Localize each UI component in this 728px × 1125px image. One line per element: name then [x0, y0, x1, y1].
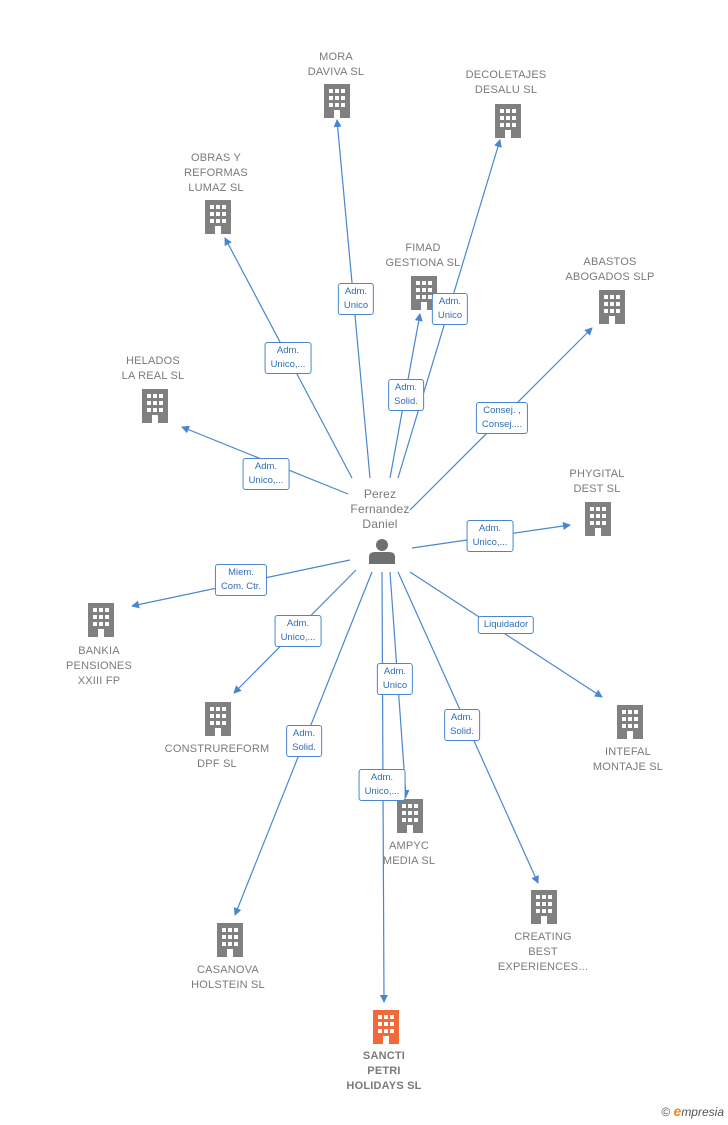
edge-line-intefal	[409, 571, 603, 698]
node-label-fimad[interactable]: FIMAD GESTIONA SL	[385, 242, 461, 269]
node-label-phygital[interactable]: PHYGITAL DEST SL	[569, 468, 625, 495]
edge-label-helados[interactable]: Adm. Unico,...	[242, 458, 290, 490]
node-label-obras[interactable]: OBRAS Y REFORMAS LUMAZ SL	[184, 152, 248, 194]
center-person-label[interactable]: Perez Fernandez Daniel	[350, 487, 410, 531]
node-label-mora[interactable]: MORA DAVIVA SL	[307, 51, 365, 78]
edge-label-casanova[interactable]: Adm. Solid.	[286, 725, 322, 757]
building-icon[interactable]	[373, 1010, 399, 1044]
building-icon[interactable]	[217, 923, 243, 957]
building-icon[interactable]	[324, 84, 350, 118]
building-icon[interactable]	[142, 389, 168, 423]
brand-logo-text: mpresia	[681, 1105, 724, 1119]
edge-label-ampyc[interactable]: Adm. Unico	[376, 663, 414, 695]
edge-label-intefal[interactable]: Liquidador	[477, 616, 535, 634]
building-icon[interactable]	[205, 200, 231, 234]
node-label-bankia[interactable]: BANKIA PENSIONES XXIII FP	[66, 645, 132, 687]
edge-label-mora[interactable]: Adm. Unico	[337, 283, 375, 315]
building-icon[interactable]	[599, 290, 625, 324]
copyright-symbol: ©	[661, 1105, 671, 1119]
building-icon[interactable]	[495, 104, 521, 138]
node-label-casanova[interactable]: CASANOVA HOLSTEIN SL	[191, 964, 265, 991]
building-icon[interactable]	[531, 890, 557, 924]
copyright-notice: © empresia	[661, 1103, 724, 1119]
edge-label-fimad[interactable]: Adm. Solid.	[388, 379, 424, 411]
brand-logo-e: e	[673, 1103, 682, 1119]
edge-label-phygital[interactable]: Adm. Unico,...	[466, 520, 514, 552]
edge-label-construreform[interactable]: Adm. Unico,...	[274, 615, 322, 647]
node-label-ampyc[interactable]: AMPYC MEDIA SL	[382, 840, 436, 867]
node-label-abastos[interactable]: ABASTOS ABOGADOS SLP	[565, 256, 655, 283]
node-label-helados[interactable]: HELADOS LA REAL SL	[121, 355, 185, 382]
building-icon[interactable]	[397, 799, 423, 833]
edge-label-bankia[interactable]: Miem. Com. Ctr.	[214, 564, 268, 596]
node-label-creating[interactable]: CREATING BEST EXPERIENCES...	[497, 931, 589, 973]
building-icon[interactable]	[585, 502, 611, 536]
edge-label-decoletajes[interactable]: Adm. Unico	[431, 293, 469, 325]
edge-label-sancti[interactable]: Adm. Unico,...	[358, 769, 406, 801]
edge-label-abastos[interactable]: Consej. , Consej....	[475, 402, 529, 434]
building-icon[interactable]	[88, 603, 114, 637]
edge-label-obras[interactable]: Adm. Unico,...	[264, 342, 312, 374]
building-icon[interactable]	[205, 702, 231, 736]
node-label-construreform[interactable]: CONSTRUREFORM DPF SL	[164, 743, 270, 770]
person-icon[interactable]	[369, 539, 395, 564]
node-label-decoletajes[interactable]: DECOLETAJES DESALU SL	[465, 69, 547, 96]
edge-label-creating[interactable]: Adm. Solid.	[444, 709, 480, 741]
building-icon[interactable]	[617, 705, 643, 739]
node-label-intefal[interactable]: INTEFAL MONTAJE SL	[592, 746, 664, 773]
node-label-sancti[interactable]: SANCTI PETRI HOLIDAYS SL	[346, 1050, 422, 1092]
